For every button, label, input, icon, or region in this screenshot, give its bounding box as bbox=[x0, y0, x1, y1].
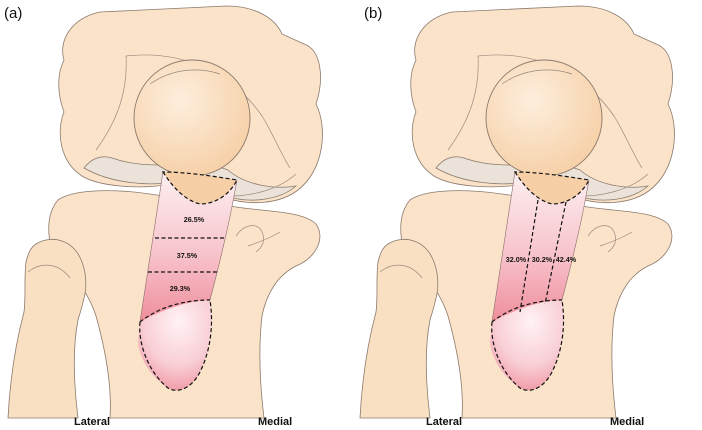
tunnel-outline-b bbox=[491, 299, 565, 391]
divider-b-1 bbox=[519, 199, 539, 313]
region-b-3: 42.4% bbox=[556, 255, 577, 264]
lateral-label-a: Lateral bbox=[74, 416, 110, 428]
region-a-3: 29.3% bbox=[170, 284, 191, 293]
medial-label-b: Medial bbox=[610, 416, 644, 428]
region-b-1: 32.0% bbox=[506, 255, 527, 264]
graft-cap-a bbox=[163, 172, 237, 204]
tunnel-outline-a bbox=[139, 299, 213, 391]
region-b-2: 30.2% bbox=[532, 255, 553, 264]
tunnel-top-a bbox=[139, 299, 211, 323]
graft-cap-outline-b bbox=[513, 171, 590, 205]
tunnel-blob-b bbox=[490, 300, 564, 391]
divider-b-2 bbox=[544, 201, 567, 305]
tunnel-blob-a bbox=[138, 300, 212, 391]
panel-label-b: (b) bbox=[364, 5, 382, 22]
lateral-label-b: Lateral bbox=[426, 416, 462, 428]
region-a-2: 37.5% bbox=[177, 251, 198, 260]
panel-a: 26.5% 37.5% 29.3% (a) Lateral Medial bbox=[4, 5, 323, 428]
panel-label-a: (a) bbox=[4, 5, 22, 22]
graft-cap-b bbox=[515, 172, 589, 204]
panel-b: 32.0% 30.2% 42.4% (b) Lateral Medial bbox=[359, 5, 675, 428]
tunnel-top-b bbox=[491, 299, 563, 323]
graft-cap-outline-a bbox=[161, 171, 238, 205]
region-a-1: 26.5% bbox=[184, 215, 205, 224]
medial-label-a: Medial bbox=[258, 416, 292, 428]
